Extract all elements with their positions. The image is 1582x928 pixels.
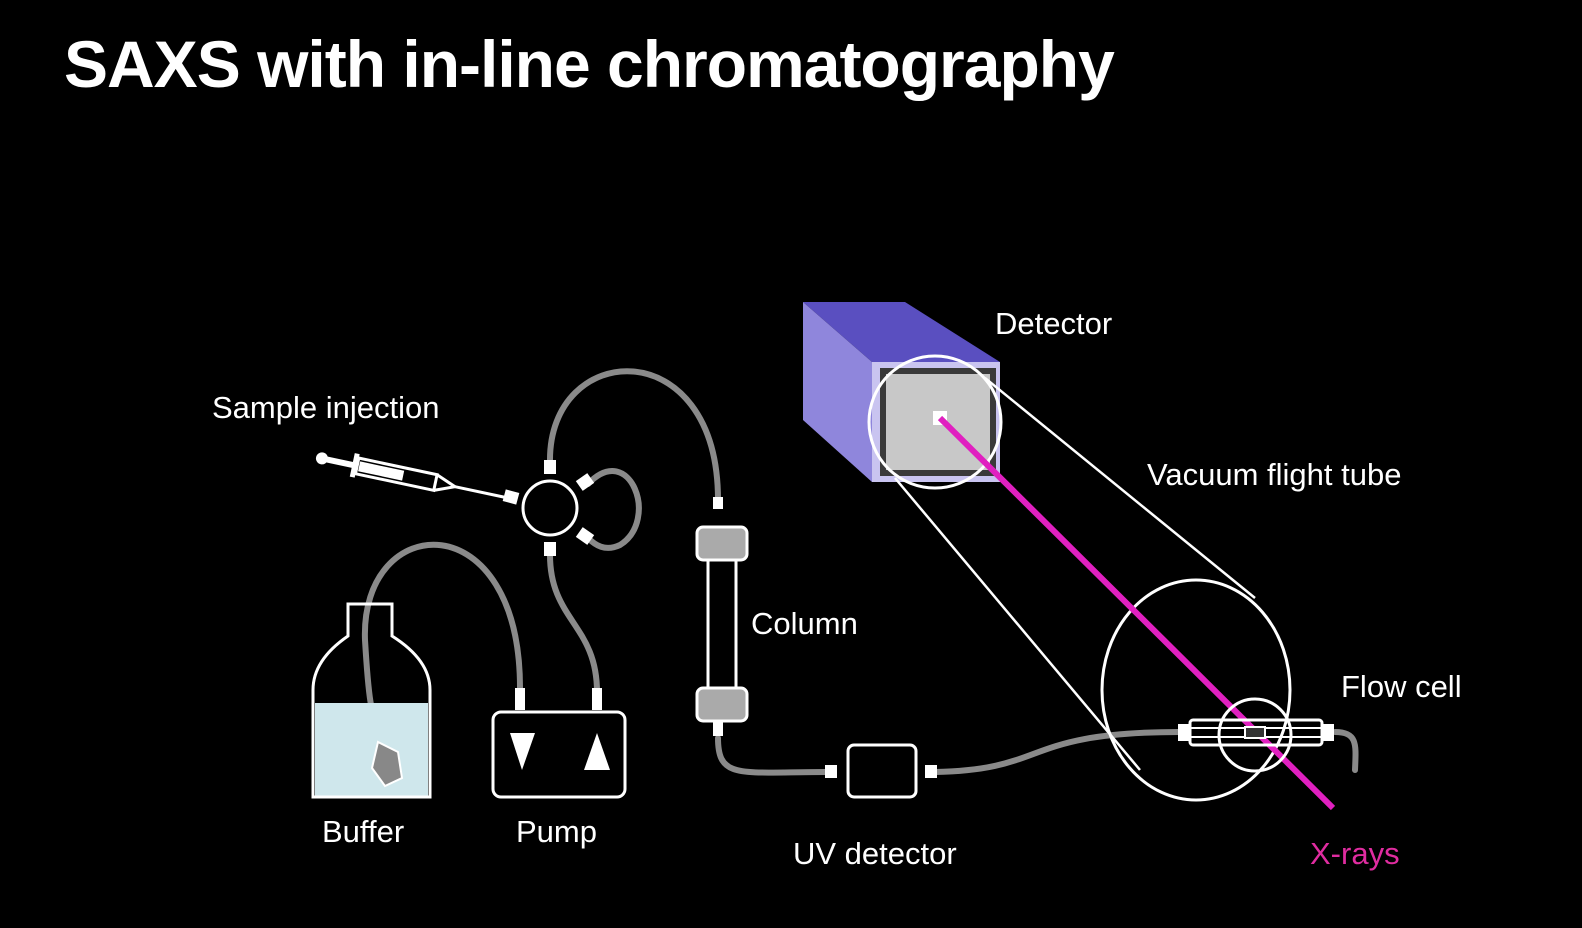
buffer-filter-weight — [370, 740, 404, 788]
label-x-rays: X-rays — [1310, 836, 1400, 871]
tube-valve-to-column — [546, 368, 721, 503]
injection-valve — [502, 460, 595, 556]
flow-cell — [1178, 697, 1334, 773]
label-column: Column — [751, 606, 858, 641]
label-sample-injection: Sample injection — [212, 390, 439, 425]
vacuum-flight-tube — [867, 354, 1292, 802]
label-flow-cell: Flow cell — [1341, 669, 1462, 704]
uv-detector — [825, 743, 937, 799]
pump-down-arrow-icon — [510, 733, 535, 770]
tube-valve-to-pump — [547, 552, 600, 695]
buffer-bottle — [311, 602, 432, 799]
tube-column-to-uv — [715, 735, 829, 776]
pump-up-arrow-icon — [584, 733, 610, 770]
tube-uv-to-flowcell — [932, 729, 1183, 775]
tube-flowcell-out — [1332, 729, 1359, 773]
label-pump: Pump — [516, 814, 597, 849]
xray-beam — [937, 415, 1336, 811]
detector — [803, 302, 1000, 482]
slide-title: SAXS with in-line chromatography — [64, 27, 1115, 101]
column — [695, 497, 749, 736]
syringe-icon — [315, 452, 512, 501]
label-detector: Detector — [995, 306, 1112, 341]
tube-sample-loop — [585, 468, 642, 551]
pump — [491, 688, 627, 799]
label-buffer: Buffer — [322, 814, 404, 849]
label-uv-detector: UV detector — [793, 836, 957, 871]
label-vacuum-flight-tube: Vacuum flight tube — [1147, 457, 1401, 492]
